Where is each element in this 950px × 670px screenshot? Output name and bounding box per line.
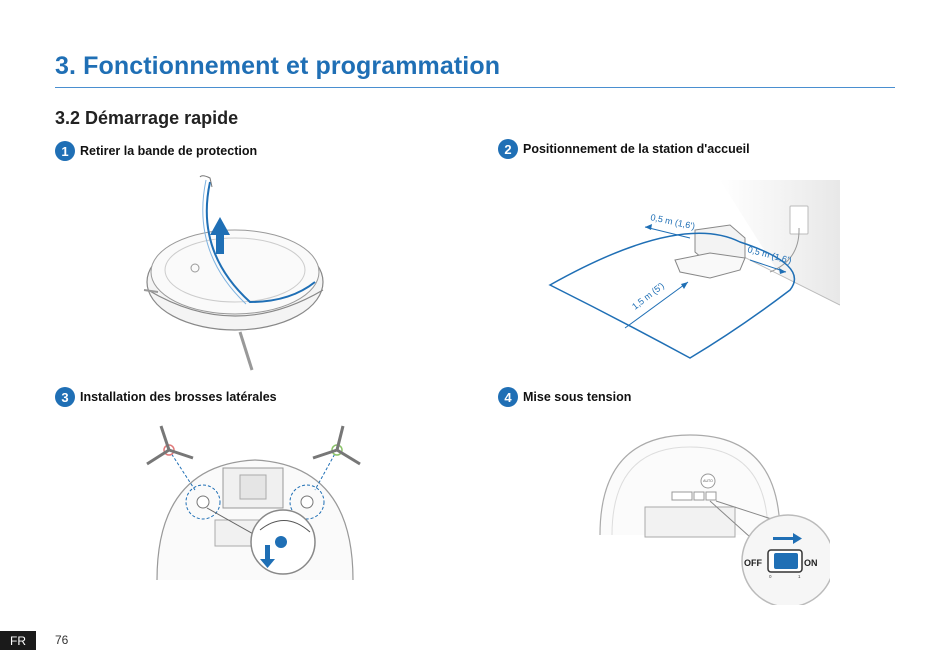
step-3-label: Installation des brosses latérales <box>80 390 277 404</box>
step-1-number: 1 <box>55 141 75 161</box>
chapter-title: 3. Fonctionnement et programmation <box>55 52 500 81</box>
step-4-label: Mise sous tension <box>523 390 631 404</box>
switch-off-label: OFF <box>744 558 762 568</box>
side-brush-installation-illustration <box>145 420 365 580</box>
switch-on-label: ON <box>804 558 818 568</box>
step-1-heading: 1 Retirer la bande de protection <box>55 141 257 161</box>
step-2-label: Positionnement de la station d'accueil <box>523 142 750 156</box>
title-divider <box>55 87 895 88</box>
step-2-heading: 2 Positionnement de la station d'accueil <box>498 139 750 159</box>
dock-side-clearance-label: 0,5 m (1,6') <box>650 212 696 231</box>
section-title: 3.2 Démarrage rapide <box>55 108 238 129</box>
step-4-heading: 4 Mise sous tension <box>498 387 631 407</box>
step-3-heading: 3 Installation des brosses latérales <box>55 387 277 407</box>
language-badge: FR <box>0 631 36 650</box>
auto-button-label: AUTO <box>703 479 713 483</box>
step-2-number: 2 <box>498 139 518 159</box>
power-switch-illustration: AUTO OFF ON 0 1 <box>590 425 830 605</box>
step-3-number: 3 <box>55 387 75 407</box>
dock-front-clearance-label: 1,5 m (5') <box>630 280 666 311</box>
dock-placement-diagram: 0,5 m (1,6') 0,5 m (1,6') 1,5 m (5') <box>540 180 840 365</box>
page-number: 76 <box>55 633 68 647</box>
step-4-number: 4 <box>498 387 518 407</box>
robot-protective-strip-illustration <box>140 172 340 372</box>
step-1-label: Retirer la bande de protection <box>80 144 257 158</box>
